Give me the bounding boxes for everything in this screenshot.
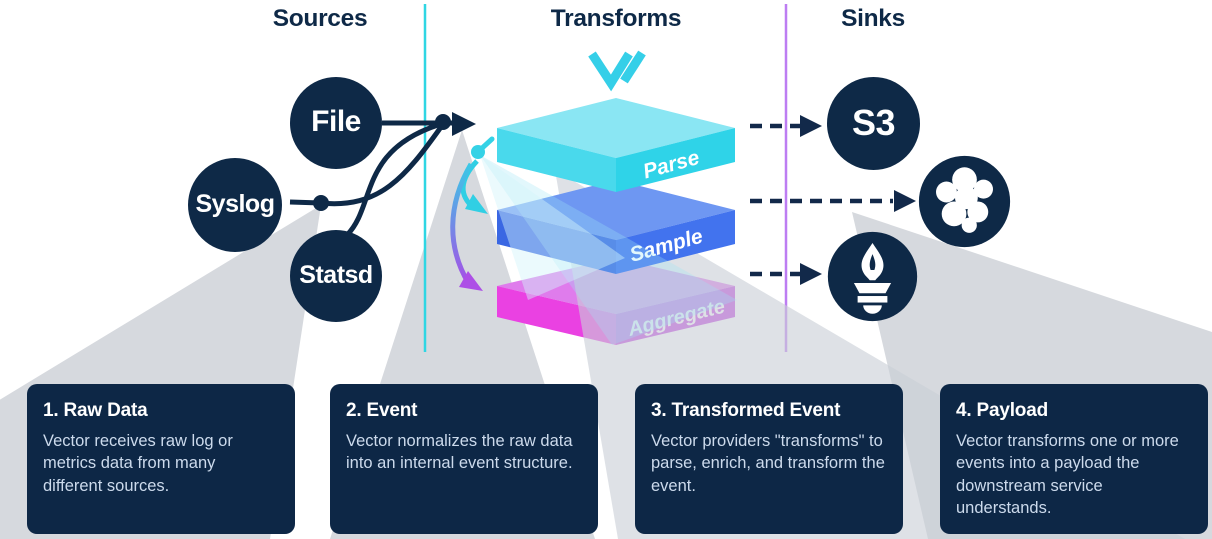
junction-dot (313, 195, 329, 211)
card-transformed-event: 3. Transformed Event Vector providers "t… (635, 384, 903, 534)
layer-right-face (616, 128, 735, 192)
source-node-statsd: Statsd (290, 230, 382, 322)
card-title: 1. Raw Data (43, 400, 148, 421)
elasticsearch-icon (918, 155, 1011, 248)
card-title: 2. Event (346, 400, 418, 421)
card-body: Vector receives raw log or metrics data … (43, 432, 233, 495)
sink-node-prometheus (826, 230, 919, 323)
card-raw-data: 1. Raw Data Vector receives raw log or m… (27, 384, 295, 534)
column-header-sources: Sources (272, 5, 368, 32)
card-event: 2. Event Vector normalizes the raw data … (330, 384, 598, 534)
source-node-syslog-label: Syslog (195, 189, 275, 218)
sink-node-s3: S3 (827, 77, 920, 170)
connector-junctions (313, 112, 476, 211)
sink-node-elasticsearch (917, 154, 1012, 249)
source-node-statsd-label: Statsd (299, 260, 373, 289)
card-title: 4. Payload (956, 400, 1048, 421)
layer-left-face (497, 210, 616, 274)
card-body: Vector transforms one or more events int… (956, 432, 1179, 518)
light-beam (480, 155, 625, 300)
arrowhead (452, 112, 476, 136)
layer-right-face (616, 210, 735, 274)
card-body: Vector normalizes the raw data into an i… (346, 432, 573, 473)
transform-layer-sample: Sample (497, 180, 735, 274)
vector-logo-icon (588, 50, 646, 92)
layer-left-face (497, 128, 616, 192)
source-node-file: File (290, 77, 382, 169)
junction-dot (435, 114, 451, 130)
layer-flow-arrows (450, 136, 495, 291)
sink-node-s3-label: S3 (851, 101, 896, 143)
light-beams (480, 155, 737, 345)
source-node-syslog: Syslog (188, 158, 282, 252)
sink-arrows (750, 123, 893, 277)
prometheus-icon (827, 231, 918, 322)
card-payload: 4. Payload Vector transforms one or more… (940, 384, 1208, 534)
card-body: Vector providers "transforms" to parse, … (651, 432, 885, 495)
event-dot (471, 145, 485, 159)
card-title: 3. Transformed Event (651, 400, 841, 421)
source-node-file-label: File (311, 105, 361, 138)
column-header-sinks: Sinks (841, 5, 905, 32)
transform-layer-parse: Parse (497, 98, 735, 192)
sink-arrowheads (800, 115, 916, 285)
light-beam (480, 155, 737, 345)
column-header-transforms: Transforms (550, 5, 682, 32)
